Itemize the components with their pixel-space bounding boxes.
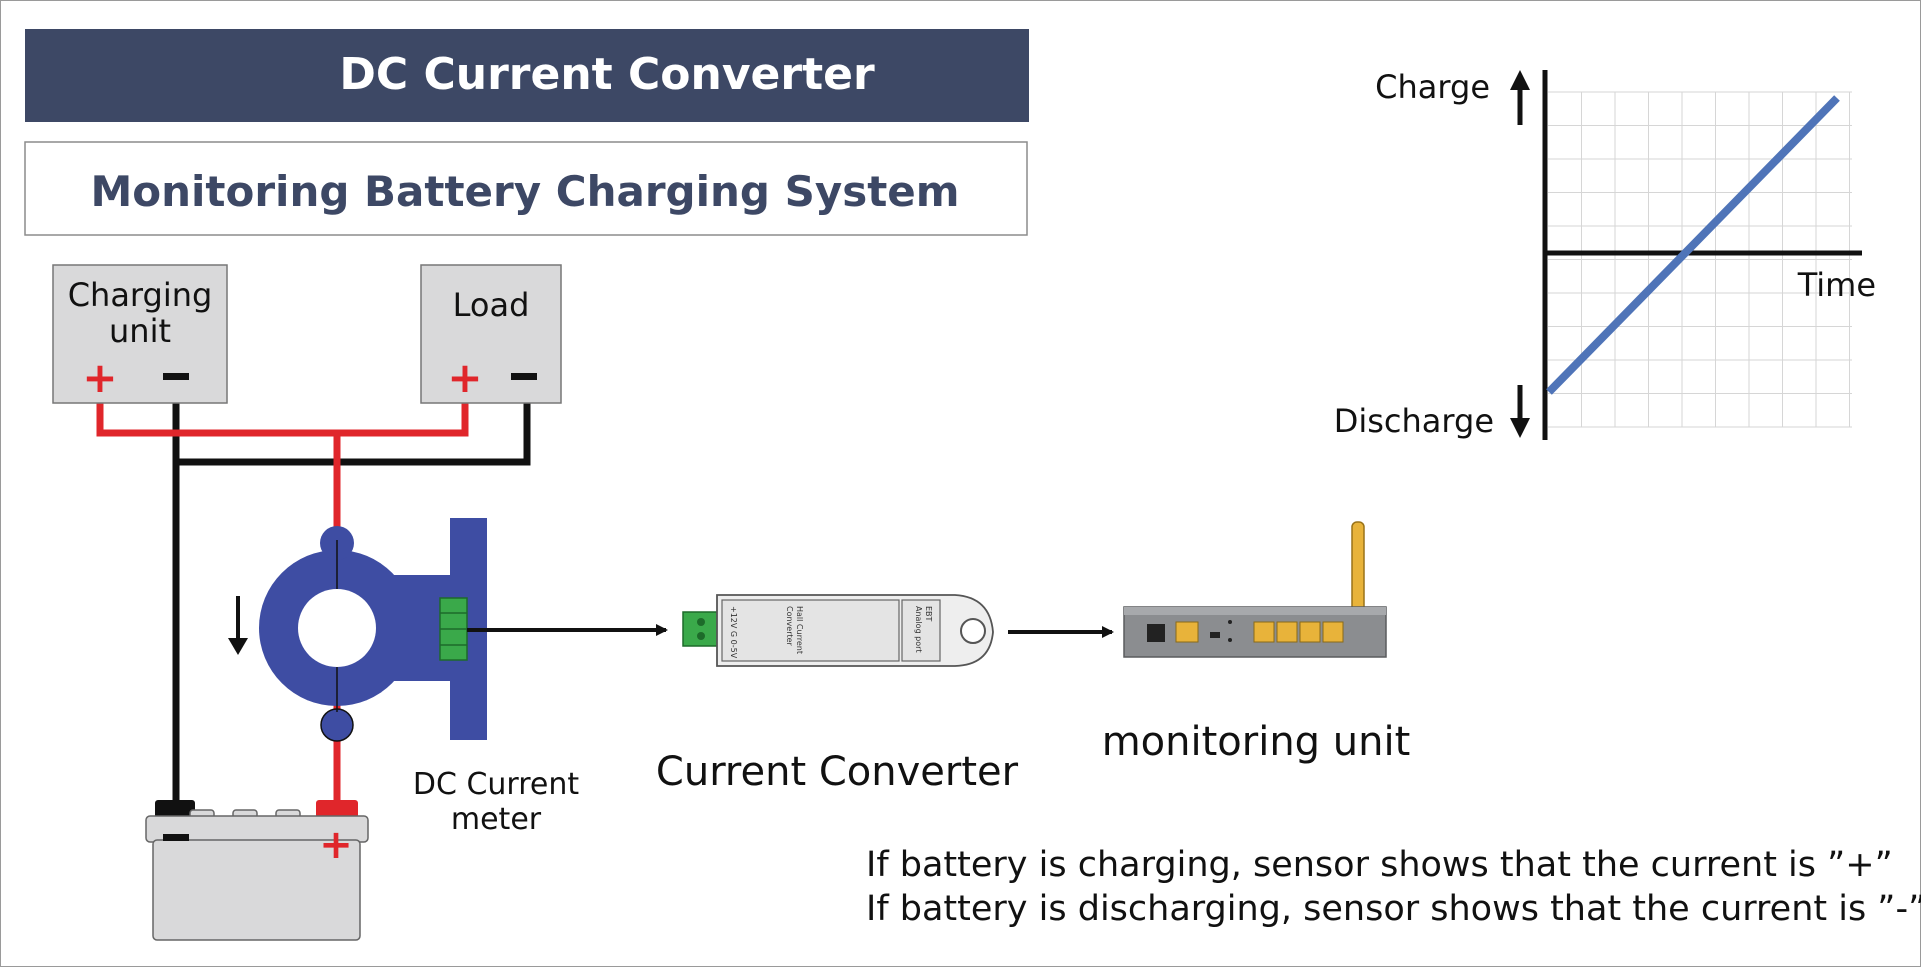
battery-plus: + [319,822,353,868]
converter-mount-hole [960,618,986,644]
subtitle-box [24,141,1028,236]
converter-screw-2 [697,632,705,640]
note-discharging: If battery is discharging, sensor shows … [866,889,1921,929]
monitor-port-usb [1210,632,1220,638]
discharge-arrow-down-icon [1510,418,1530,438]
monitor-port-power [1147,624,1165,642]
monitor-label: monitoring unit [1102,719,1411,765]
current-converter: +12V G 0-5V Hall Current Converter EBT A… [656,594,1019,795]
monitor-port-wan [1175,621,1199,643]
charging-unit-box [52,264,228,404]
charging-unit-label-2: unit [109,312,171,350]
page-subtitle: Monitoring Battery Charging System [90,167,959,216]
load-box [420,264,562,404]
converter-terminal [682,611,720,647]
converter-panel-1 [721,599,900,662]
title-banner [25,29,1029,122]
converter-print-name-2: Converter [785,606,794,647]
load-plus: + [447,353,482,402]
graph-time-label: Time [1797,266,1876,304]
converter-print-brand: EBT [924,606,933,622]
meter-bottom-lug [320,708,354,742]
monitor-port-lan-2 [1276,621,1298,643]
load-label: Load [453,286,530,324]
converter-print-name: Hall Current [795,606,804,654]
black-wire-top [172,368,531,466]
graph-charge-label: Charge [1375,68,1490,106]
meter-label-1: DC Current [413,767,579,802]
load: Load + [420,264,562,404]
converter-print-pins: +12V G 0-5V [729,606,738,659]
monitor-port-lan-3 [1299,621,1321,643]
meter-hole [298,589,376,667]
charging-unit-minus-bar [163,373,189,380]
battery-pos-post [316,800,358,818]
monitoring-unit: monitoring unit [1102,521,1411,765]
converter-label: Current Converter [656,749,1019,795]
graph-trend-line [1546,95,1840,395]
charging-unit: Charging unit + [52,264,228,404]
charge-graph: Charge Discharge Time [1334,68,1876,440]
monitor-led-2 [1228,638,1232,642]
monitor-port-lan-4 [1322,621,1344,643]
charge-arrow-up-icon [1510,70,1530,90]
converter-panel-2 [901,599,941,662]
converter-screw-1 [697,618,705,626]
load-minus-bar [511,373,537,380]
monitor-led-1 [1228,620,1232,624]
dc-current-meter: DC Current meter [228,518,579,837]
monitor-port-lan-1 [1253,621,1275,643]
charging-unit-plus: + [82,353,117,402]
page-title: DC Current Converter [339,49,875,100]
charging-unit-label-1: Charging [68,276,213,314]
graph-grid [1548,91,1852,428]
red-wire-top [96,400,469,437]
current-direction-arrow-icon [228,638,248,655]
monitor-top-edge [1124,607,1386,615]
battery-neg-post [155,800,195,818]
note-charging: If battery is charging, sensor shows tha… [866,845,1893,885]
battery: + [145,800,369,941]
battery-minus-bar [163,834,189,841]
converter-print-port: Analog port [914,606,923,653]
graph-discharge-label: Discharge [1334,402,1494,440]
battery-body [152,839,361,941]
meter-label-2: meter [451,802,542,837]
